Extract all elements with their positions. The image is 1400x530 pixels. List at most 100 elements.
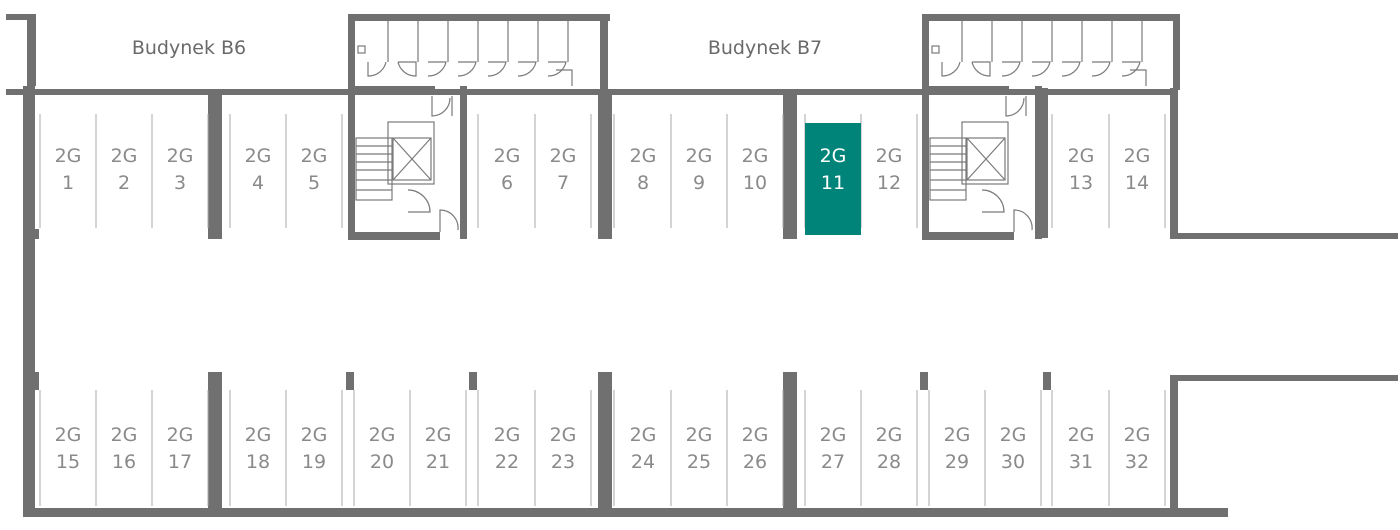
garage-number: 21	[426, 451, 450, 473]
garage-prefix: 2G	[630, 424, 657, 446]
garage-prefix: 2G	[1068, 145, 1095, 167]
garage-number: 7	[557, 172, 569, 194]
garage-number: 1	[62, 172, 74, 194]
garage-number: 29	[945, 451, 969, 473]
garage-prefix: 2G	[876, 424, 903, 446]
garage-number: 17	[168, 451, 192, 473]
garage-number: 9	[693, 172, 705, 194]
garage-prefix: 2G	[630, 145, 657, 167]
garage-labels: 2G12G22G32G42G52G62G72G82G92G102G112G122…	[55, 145, 1151, 473]
garage-7[interactable]: 2G7	[550, 145, 577, 194]
garage-number: 22	[495, 451, 519, 473]
garage-number: 25	[687, 451, 711, 473]
walls	[6, 14, 1398, 517]
garage-3[interactable]: 2G3	[167, 145, 194, 194]
garage-number: 19	[302, 451, 326, 473]
garage-number: 23	[551, 451, 575, 473]
garage-number: 16	[112, 451, 136, 473]
garage-number: 2	[118, 172, 130, 194]
garage-number: 13	[1069, 172, 1093, 194]
garage-prefix: 2G	[494, 145, 521, 167]
garage-number: 12	[877, 172, 901, 194]
garage-prefix: 2G	[550, 145, 577, 167]
garage-prefix: 2G	[425, 424, 452, 446]
garage-4[interactable]: 2G4	[245, 145, 272, 194]
garage-prefix: 2G	[1000, 424, 1027, 446]
garage-prefix: 2G	[301, 424, 328, 446]
garage-6[interactable]: 2G6	[494, 145, 521, 194]
garage-prefix: 2G	[686, 145, 713, 167]
garage-prefix: 2G	[742, 424, 769, 446]
garage-number: 18	[246, 451, 270, 473]
garage-prefix: 2G	[245, 424, 272, 446]
garage-prefix: 2G	[494, 424, 521, 446]
garage-number: 27	[821, 451, 845, 473]
garage-prefix: 2G	[245, 145, 272, 167]
garage-prefix: 2G	[686, 424, 713, 446]
garage-number: 15	[56, 451, 80, 473]
garage-number: 31	[1069, 451, 1093, 473]
garage-number: 20	[370, 451, 394, 473]
garage-5[interactable]: 2G5	[301, 145, 328, 194]
garage-prefix: 2G	[820, 145, 847, 167]
garage-number: 8	[637, 172, 649, 194]
garage-number: 30	[1001, 451, 1025, 473]
garage-prefix: 2G	[369, 424, 396, 446]
garage-prefix: 2G	[1124, 424, 1151, 446]
garage-prefix: 2G	[550, 424, 577, 446]
garage-prefix: 2G	[55, 424, 82, 446]
garage-number: 3	[174, 172, 186, 194]
garage-prefix: 2G	[167, 424, 194, 446]
garage-prefix: 2G	[167, 145, 194, 167]
garage-number: 6	[501, 172, 513, 194]
garage-number: 10	[743, 172, 767, 194]
building-b7-label: Budynek B7	[708, 37, 822, 59]
garage-number: 32	[1125, 451, 1149, 473]
selected-garage-box[interactable]	[805, 123, 861, 235]
garage-8[interactable]: 2G8	[630, 145, 657, 194]
garage-prefix: 2G	[111, 424, 138, 446]
building-b6-label: Budynek B6	[132, 37, 246, 59]
garage-prefix: 2G	[876, 145, 903, 167]
garage-prefix: 2G	[1124, 145, 1151, 167]
garage-1[interactable]: 2G1	[55, 145, 82, 194]
garage-9[interactable]: 2G9	[686, 145, 713, 194]
garage-prefix: 2G	[820, 424, 847, 446]
garage-prefix: 2G	[742, 145, 769, 167]
garage-number: 11	[821, 172, 845, 194]
garage-number: 4	[252, 172, 264, 194]
garage-number: 14	[1125, 172, 1149, 194]
garage-prefix: 2G	[1068, 424, 1095, 446]
garage-prefix: 2G	[55, 145, 82, 167]
garage-prefix: 2G	[111, 145, 138, 167]
garage-2[interactable]: 2G2	[111, 145, 138, 194]
garage-prefix: 2G	[301, 145, 328, 167]
garage-number: 28	[877, 451, 901, 473]
fixtures	[355, 21, 1147, 232]
selected-garage-highlight	[805, 123, 861, 235]
